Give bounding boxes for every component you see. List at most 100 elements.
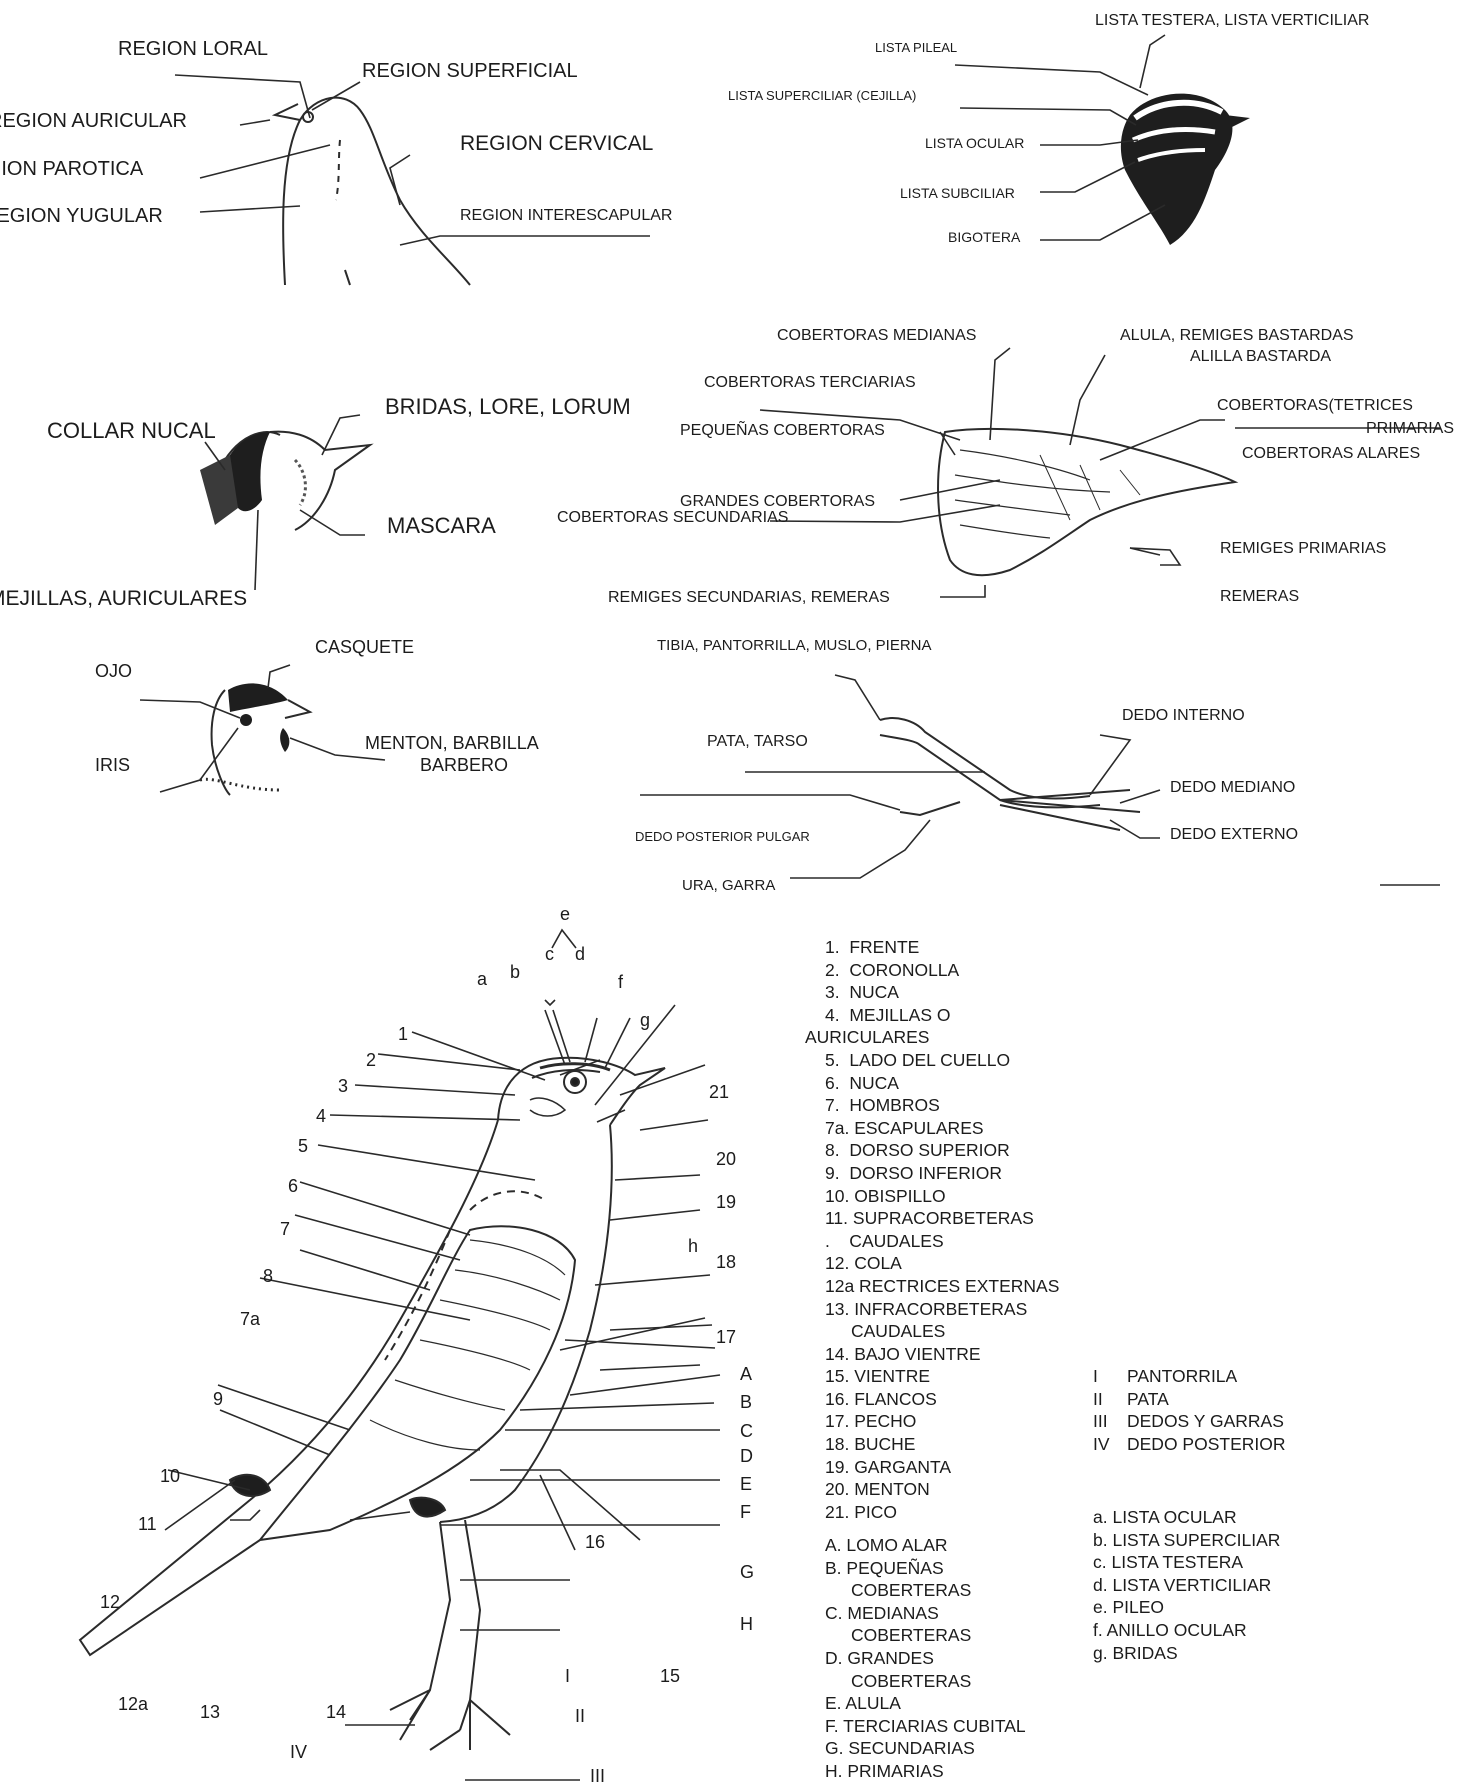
legend-item: B. PEQUEÑAS <box>825 1557 1026 1580</box>
legend-item: COBERTERAS <box>825 1579 1026 1602</box>
legend-item: 21. PICO <box>825 1501 1059 1524</box>
label-remiges-secundarias-remeras: REMIGES SECUNDARIAS, REMERAS <box>608 589 890 606</box>
fig-label-8: 8 <box>263 1266 273 1286</box>
fig-label-10: 10 <box>160 1466 180 1486</box>
panel-neck: BRIDAS, LORE, LORUM COLLAR NUCAL MASCARA… <box>0 394 631 610</box>
legend-item: COBERTERAS <box>825 1624 1026 1647</box>
legend-item: c. LISTA TESTERA <box>1093 1551 1280 1574</box>
panel-head-stripes: LISTA TESTERA, LISTA VERTICILIAR LISTA P… <box>728 12 1369 245</box>
label-lista-testera-verticiliar: LISTA TESTERA, LISTA VERTICILIAR <box>1095 12 1369 29</box>
label-cobertoras-terciarias: COBERTORAS TERCIARIAS <box>704 374 916 391</box>
fig-label-C: C <box>740 1421 753 1441</box>
legend-item: 4. MEJILLAS O <box>825 1004 1059 1027</box>
legend-item: 15. VIENTRE <box>825 1365 1059 1388</box>
label-bridas-lore-lorum: BRIDAS, LORE, LORUM <box>385 394 631 419</box>
fig-label-E: E <box>740 1474 752 1494</box>
label-lista-subciliar: LISTA SUBCILIAR <box>900 185 1015 201</box>
legend-item: 19. GARGANTA <box>825 1456 1059 1479</box>
fig-label-12a: 12a <box>118 1694 149 1714</box>
label-region-loral: REGION LORAL <box>118 38 268 60</box>
label-iris: IRIS <box>95 755 130 775</box>
legend-item: 14. BAJO VIENTRE <box>825 1343 1059 1366</box>
label-dedo-interno: DEDO INTERNO <box>1122 707 1245 724</box>
label-tibia-pantorrilla-muslo-pierna: TIBIA, PANTORRILLA, MUSLO, PIERNA <box>657 637 932 654</box>
legend-item: 9. DORSO INFERIOR <box>825 1162 1059 1185</box>
label-remiges-primarias: REMIGES PRIMARIAS <box>1220 540 1386 557</box>
fig-label-b: b <box>510 962 520 982</box>
legend-item: 12a RECTRICES EXTERNAS <box>825 1275 1059 1298</box>
fig-label-G: G <box>740 1562 754 1582</box>
fig-label-13: 13 <box>200 1702 220 1722</box>
fig-label-2: 2 <box>366 1050 376 1070</box>
label-casquete: CASQUETE <box>315 637 414 657</box>
fig-label-e-bracket <box>552 930 576 948</box>
label-region-cervical: REGION CERVICAL <box>460 132 653 155</box>
label-mascara: MASCARA <box>387 513 496 538</box>
legend-item: 20. MENTON <box>825 1478 1059 1501</box>
label-ojo: OJO <box>95 661 132 681</box>
legend-item: 12. COLA <box>825 1252 1059 1275</box>
label-pequenas-cobertoras: PEQUEÑAS COBERTORAS <box>680 419 885 439</box>
legend-item: E. ALULA <box>825 1692 1026 1715</box>
fig-label-A: A <box>740 1364 752 1384</box>
legend-item: 2. CORONOLLA <box>825 959 1059 982</box>
label-lista-superciliar: LISTA SUPERCILIAR (CEJILLA) <box>728 88 916 103</box>
legend-item: 1. FRENTE <box>825 936 1059 959</box>
label-alilla-bastarda: ALILLA BASTARDA <box>1190 348 1331 365</box>
label-region-yugular: REGION YUGULAR <box>0 205 163 227</box>
label-alula-remiges-bastardas: ALULA, REMIGES BASTARDAS <box>1120 327 1354 344</box>
legend-item: IVDEDO POSTERIOR <box>1093 1433 1286 1456</box>
legend-item: d. LISTA VERTICILIAR <box>1093 1574 1280 1597</box>
main-figure-leader-lines <box>165 1000 720 1780</box>
fig-label-D: D <box>740 1446 753 1466</box>
legend-item: F. TERCIARIAS CUBITAL <box>825 1715 1026 1738</box>
fig-label-4: 4 <box>316 1106 326 1126</box>
legend-item: 16. FLANCOS <box>825 1388 1059 1411</box>
fig-label-III: III <box>590 1766 605 1786</box>
legend-item: 7a. ESCAPULARES <box>825 1117 1059 1140</box>
legend-text: DEDOS Y GARRAS <box>1127 1411 1284 1431</box>
fig-label-h: h <box>688 1236 698 1256</box>
main-bird-outline <box>80 1058 665 1750</box>
fig-label-7a: 7a <box>240 1309 261 1329</box>
fig-label-15: 15 <box>660 1666 680 1686</box>
label-ura-garra: URA, GARRA <box>682 877 775 894</box>
legend-item: g. BRIDAS <box>1093 1642 1280 1665</box>
legend-head-stripes: a. LISTA OCULAR b. LISTA SUPERCILIAR c. … <box>1093 1506 1280 1664</box>
legend-item: . CAUDALES <box>825 1230 1059 1253</box>
label-region-interescapular: REGION INTERESCAPULAR <box>460 207 672 224</box>
legend-text: PANTORRILA <box>1127 1366 1237 1386</box>
legend-item: b. LISTA SUPERCILIAR <box>1093 1529 1280 1552</box>
label-grandes-cobertoras: GRANDES COBERTORAS <box>680 493 875 510</box>
legend-item: 13. INFRACORBETERAS <box>825 1298 1059 1321</box>
label-dedo-posterior-pulgar: DEDO POSTERIOR PULGAR <box>635 829 810 844</box>
fig-label-a: a <box>477 969 488 989</box>
legend-item: C. MEDIANAS <box>825 1602 1026 1625</box>
neck-bird-sketch <box>200 432 370 530</box>
legend-item: 18. BUCHE <box>825 1433 1059 1456</box>
head-stripes-bird-sketch <box>1121 94 1250 245</box>
label-cobertoras-medianas: COBERTORAS MEDIANAS <box>777 327 976 344</box>
fig-label-20: 20 <box>716 1149 736 1169</box>
legend-wing-feathers: A. LOMO ALAR B. PEQUEÑAS COBERTERAS C. M… <box>825 1534 1026 1783</box>
label-region-auricular: REGION AURICULAR <box>0 110 187 132</box>
fig-label-5: 5 <box>298 1136 308 1156</box>
fig-label-B: B <box>740 1392 752 1412</box>
fig-label-d: d <box>575 944 585 964</box>
fig-label-6: 6 <box>288 1176 298 1196</box>
legend-num: I <box>1093 1365 1127 1388</box>
fig-label-7: 7 <box>280 1219 290 1239</box>
fig-label-f: f <box>618 972 624 992</box>
legend-item: G. SECUNDARIAS <box>825 1737 1026 1760</box>
legend-item: 11. SUPRACORBETERAS <box>825 1207 1059 1230</box>
label-cobertoras-tetrices: COBERTORAS(TETRICES <box>1217 397 1413 414</box>
panel-wing: COBERTORAS MEDIANAS ALULA, REMIGES BASTA… <box>557 327 1454 606</box>
label-region-parotica: REGION PAROTICA <box>0 158 144 180</box>
legend-text: PATA <box>1127 1389 1169 1409</box>
fig-label-3: 3 <box>338 1076 348 1096</box>
fig-label-16: 16 <box>585 1532 605 1552</box>
legend-item: 5. LADO DEL CUELLO <box>825 1049 1059 1072</box>
label-dedo-externo: DEDO EXTERNO <box>1170 826 1298 843</box>
